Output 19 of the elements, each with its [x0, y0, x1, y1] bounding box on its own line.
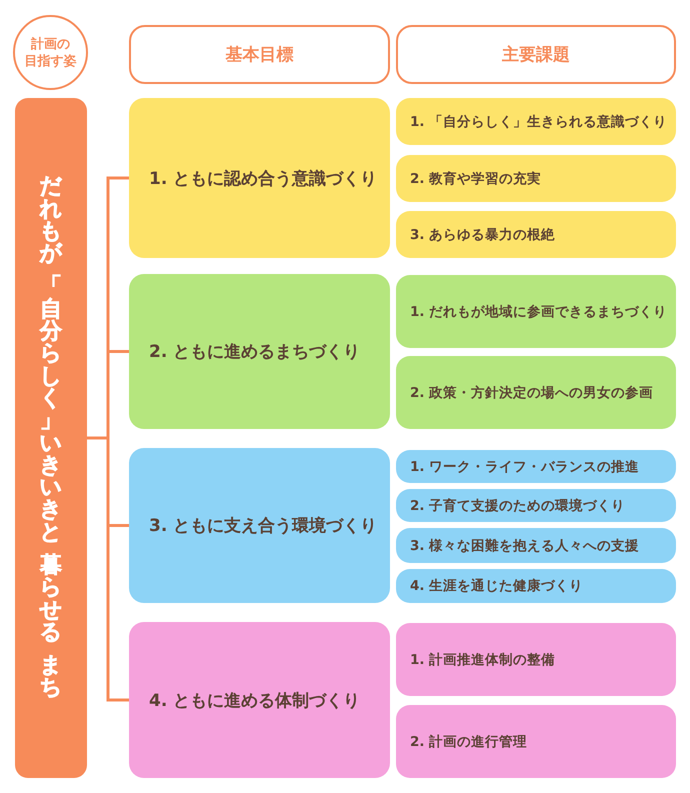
- column-header: 基本目標: [129, 25, 390, 84]
- issue-box: 1. ワーク・ライフ・バランスの推進: [396, 450, 676, 483]
- circle-badge: 計画の目指す姿: [13, 15, 88, 90]
- goal-box: 1. ともに認め合う意識づくり: [129, 98, 390, 258]
- issue-box: 4. 生涯を通じた健康づくり: [396, 569, 676, 603]
- vision-banner: だれもが「自分らしく」いきいきと暮らせるまち: [15, 98, 87, 778]
- issue-box: 2. 教育や学習の充実: [396, 155, 676, 202]
- goal-box: 3. ともに支え合う環境づくり: [129, 448, 390, 603]
- issue-box: 2. 計画の進行管理: [396, 705, 676, 778]
- issue-box: 2. 政策・方針決定の場への男女の参画: [396, 356, 676, 429]
- issue-box: 1. 計画推進体制の整備: [396, 623, 676, 696]
- issue-box: 1. だれもが地域に参画できるまちづくり: [396, 275, 676, 348]
- column-header: 主要課題: [396, 25, 676, 84]
- issue-box: 2. 子育て支援のための環境づくり: [396, 489, 676, 522]
- issue-box: 3. あらゆる暴力の根絶: [396, 211, 676, 258]
- goal-box: 2. ともに進めるまちづくり: [129, 274, 390, 429]
- goal-box: 4. ともに進める体制づくり: [129, 622, 390, 778]
- issue-box: 3. 様々な困難を抱える人々への支援: [396, 528, 676, 563]
- issue-box: 1. 「自分らしく」生きられる意識づくり: [396, 98, 676, 145]
